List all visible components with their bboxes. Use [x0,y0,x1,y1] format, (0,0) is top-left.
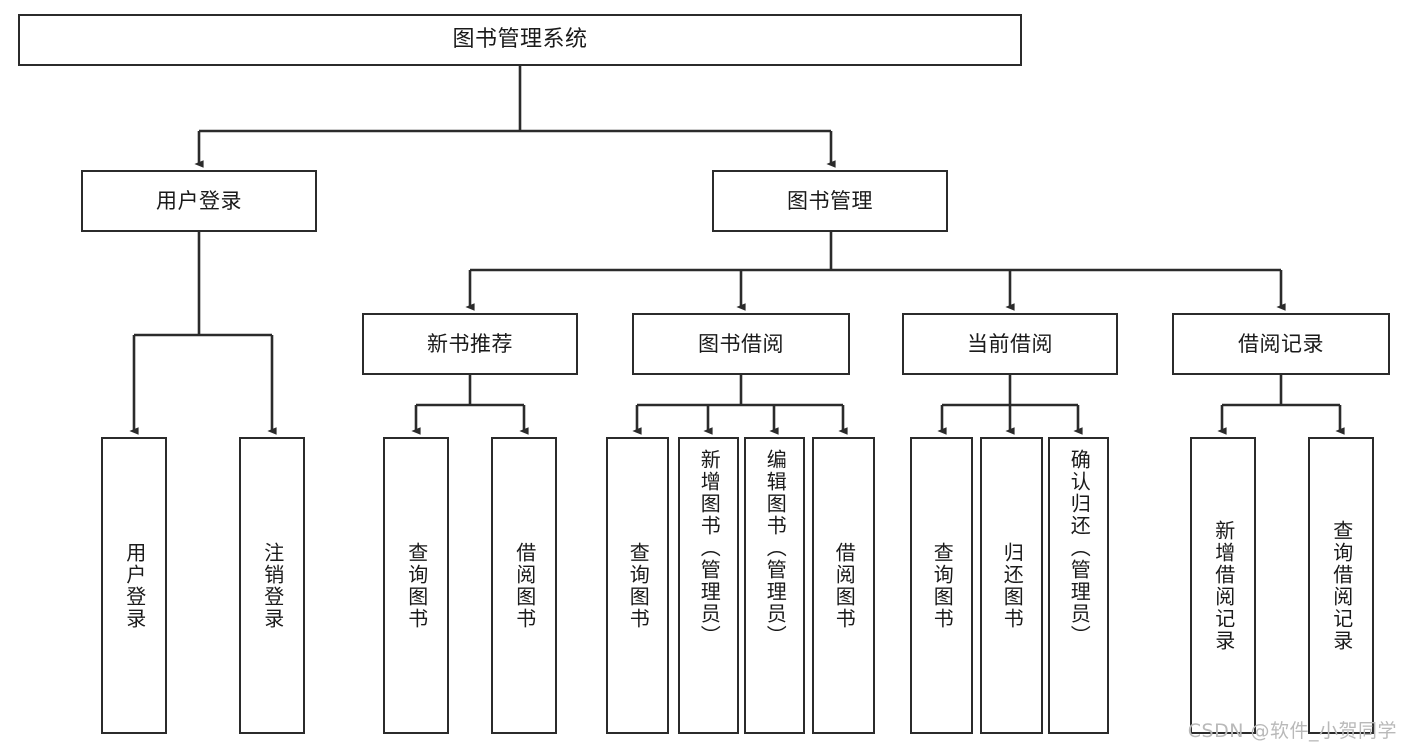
node-label: 查询图书 [930,541,955,630]
leaf-borrow-book-borrow[interactable]: 借阅图书 [812,437,875,734]
node-book-borrow[interactable]: 图书借阅 [632,313,850,375]
node-label: 图书借阅 [698,331,784,356]
node-book-management[interactable]: 图书管理 [712,170,948,232]
leaf-query-book-borrow[interactable]: 查询图书 [606,437,669,734]
node-borrow-record[interactable]: 借阅记录 [1172,313,1390,375]
node-current-borrow[interactable]: 当前借阅 [902,313,1118,375]
node-label: 新增借阅记录 [1211,519,1236,652]
node-label: 编辑图书（管理员） [763,449,788,647]
leaf-query-book-recommend[interactable]: 查询图书 [383,437,449,734]
node-label: 新书推荐 [427,331,513,356]
node-root-book-management-system[interactable]: 图书管理系统 [18,14,1022,66]
node-label: 用户登录 [156,188,242,213]
leaf-return-book[interactable]: 归还图书 [980,437,1043,734]
leaf-confirm-return-admin[interactable]: 确认归还（管理员） [1048,437,1109,734]
node-label: 确认归还（管理员） [1067,449,1092,647]
node-label: 图书管理 [787,188,873,213]
node-label: 查询借阅记录 [1329,519,1354,652]
node-label: 归还图书 [1000,541,1025,630]
leaf-user-login[interactable]: 用户登录 [101,437,167,734]
node-label: 图书管理系统 [452,27,588,53]
leaf-add-borrow-record[interactable]: 新增借阅记录 [1190,437,1256,734]
leaf-add-book-admin[interactable]: 新增图书（管理员） [678,437,739,734]
leaf-query-borrow-record[interactable]: 查询借阅记录 [1308,437,1374,734]
leaf-user-logout[interactable]: 注销登录 [239,437,305,734]
leaf-edit-book-admin[interactable]: 编辑图书（管理员） [744,437,805,734]
leaf-query-book-current[interactable]: 查询图书 [910,437,973,734]
node-label: 新增图书（管理员） [697,449,722,647]
leaf-borrow-book-recommend[interactable]: 借阅图书 [491,437,557,734]
node-label: 当前借阅 [967,331,1053,356]
node-label: 借阅记录 [1238,331,1324,356]
node-label: 用户登录 [122,541,147,630]
node-label: 查询图书 [626,541,651,630]
node-label: 查询图书 [404,541,429,630]
node-new-book-recommend[interactable]: 新书推荐 [362,313,578,375]
node-label: 借阅图书 [832,541,857,630]
node-label: 借阅图书 [512,541,537,630]
node-label: 注销登录 [260,541,285,630]
node-user-login[interactable]: 用户登录 [81,170,317,232]
